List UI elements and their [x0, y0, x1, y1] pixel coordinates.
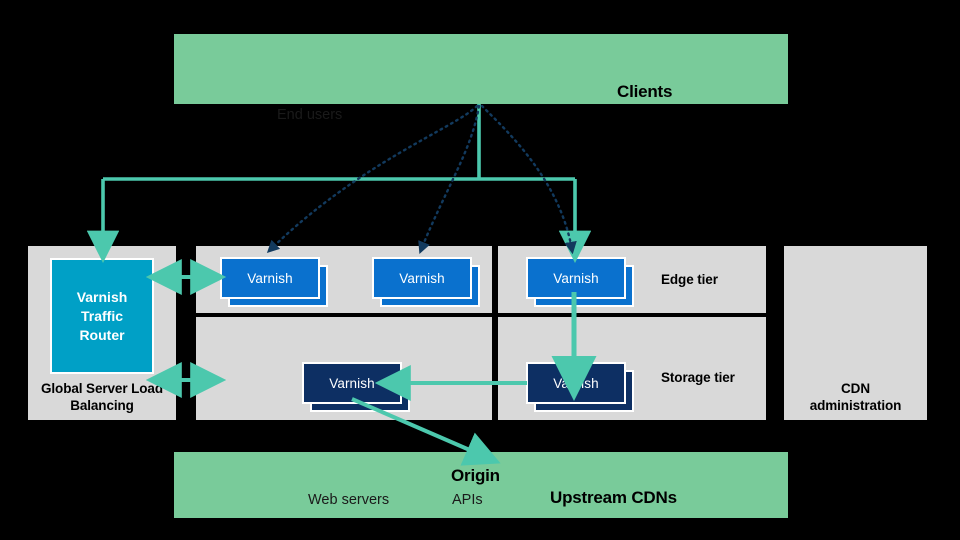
node-card: Varnish [372, 257, 472, 299]
varnish-node-right-storage[interactable]: Varnish [526, 362, 634, 412]
gslb-caption: Global Server Load Balancing [28, 380, 176, 414]
varnish-traffic-router-box[interactable]: Varnish Traffic Router [50, 258, 154, 374]
origin-web-servers-label: Web servers [308, 492, 390, 508]
edge-tier-label: Edge tier [661, 272, 718, 287]
cdn-admin-caption-line-1: CDN [841, 381, 870, 396]
node-card: Varnish [302, 362, 402, 404]
origin-upstream-cdns-label: Upstream CDNs [550, 488, 677, 507]
dotted-arrow-to-edge-left [266, 104, 479, 254]
varnish-node-right-edge[interactable]: Varnish [526, 257, 634, 307]
varnish-node-middle-storage[interactable]: Varnish [302, 362, 410, 412]
varnish-node-middle-edge-right[interactable]: Varnish [372, 257, 480, 307]
node-label: Varnish [329, 375, 375, 391]
gslb-caption-line-2: Balancing [70, 398, 134, 413]
node-label: Varnish [553, 375, 599, 391]
clients-distribution-bus [86, 104, 592, 264]
clients-downstream-cdns-label: Downstream CDNs [518, 104, 669, 123]
node-card: Varnish [526, 362, 626, 404]
varnish-node-middle-edge-left[interactable]: Varnish [220, 257, 328, 307]
dotted-arrow-to-edge-middle [418, 104, 481, 255]
node-label: Varnish [399, 270, 445, 286]
clients-box: Clients End users Downstream CDNs [174, 34, 788, 123]
varnish-traffic-router-label: Varnish Traffic Router [77, 288, 128, 345]
dotted-arrow-to-edge-right [480, 104, 577, 255]
node-card: Varnish [526, 257, 626, 299]
node-label: Varnish [247, 270, 293, 286]
origin-apis-label: APIs [452, 492, 483, 508]
cdn-administration-caption: CDN administration [784, 380, 927, 414]
gslb-caption-line-1: Global Server Load [41, 381, 163, 396]
origin-title: Origin [451, 466, 500, 485]
gslb-panel: Varnish Traffic Router Global Server Loa… [28, 246, 176, 420]
clients-title: Clients [617, 82, 673, 101]
vtr-line-2: Traffic [80, 307, 123, 324]
vtr-line-1: Varnish [76, 288, 128, 305]
cdn-admin-caption-line-2: administration [809, 398, 902, 413]
clients-end-users-label: End users [277, 107, 343, 123]
gslb-sync-arrows [145, 259, 227, 398]
node-label: Varnish [553, 270, 599, 286]
origin-box: Origin Web servers APIs Upstream CDNs [174, 452, 788, 518]
storage-tier-label: Storage tier [661, 370, 735, 385]
node-card: Varnish [220, 257, 320, 299]
vtr-line-3: Router [79, 326, 125, 343]
clients-to-edge-dotted-arrows [266, 104, 577, 255]
cdn-administration-panel: CDN administration [784, 246, 927, 420]
